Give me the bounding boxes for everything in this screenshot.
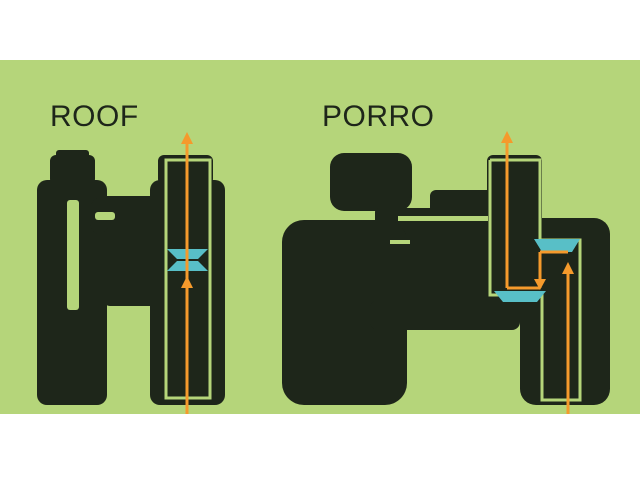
porro-hinge-detail [390,240,410,244]
roof-arrow-head-middle [181,276,193,288]
roof-label: ROOF [50,100,139,133]
porro-arrow-head-top [501,131,513,143]
porro-binocular-icon [282,153,610,405]
porro-focus-detail [398,216,488,221]
roof-barrel-highlight [67,200,79,310]
roof-focus-slot [95,212,115,220]
roof-arrow-head-top [181,132,193,144]
white-margin-bottom [0,414,640,480]
porro-arrow-head-right [562,262,574,274]
white-margin-top [0,0,640,60]
porro-label: PORRO [322,100,435,133]
porro-prism-lower [494,291,546,302]
porro-arrow-head-down [534,279,546,290]
porro-prism-upper [534,239,580,252]
